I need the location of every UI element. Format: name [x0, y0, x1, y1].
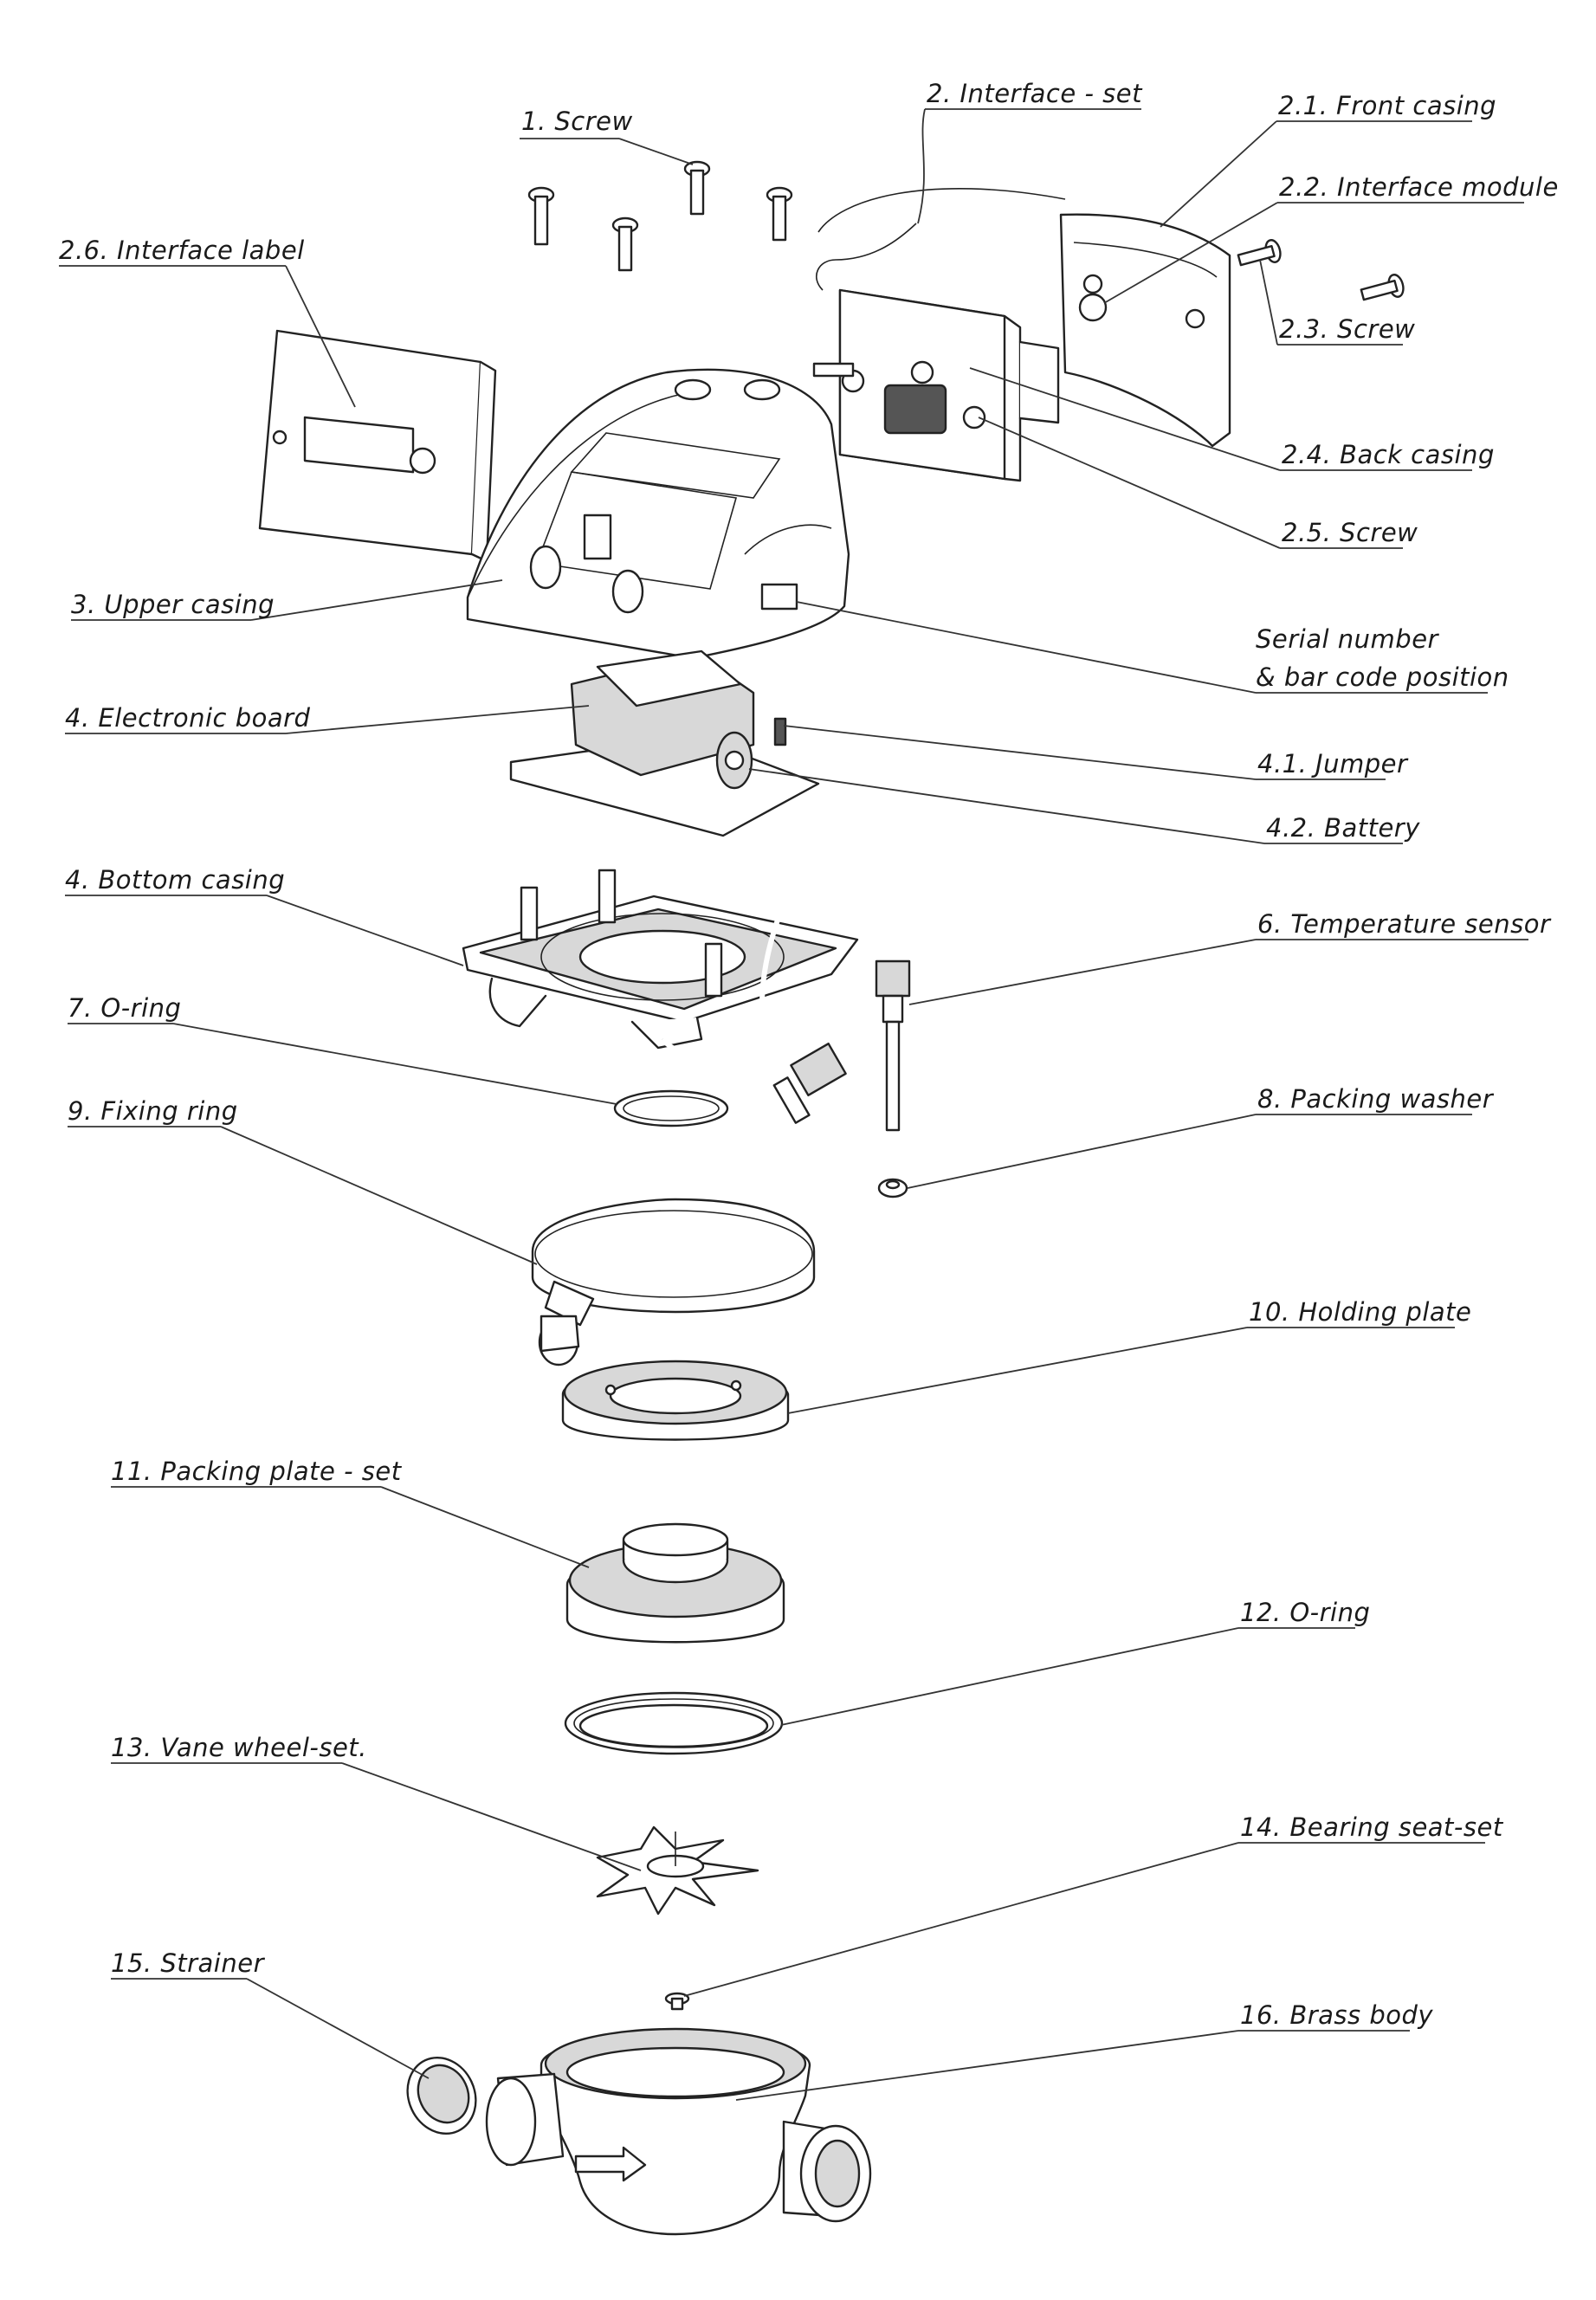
- label-packing-washer: 8. Packing washer: [1257, 1084, 1495, 1114]
- part-electronic-board: [509, 649, 820, 837]
- label-fixing-ring: 9. Fixing ring: [68, 1096, 238, 1126]
- part-bearing-seat: [664, 1992, 690, 2011]
- label-screw-2-5: 2.5. Screw: [1282, 518, 1418, 547]
- label-interface-label: 2.6. Interface label: [59, 236, 305, 265]
- interface-wire: [817, 187, 1066, 233]
- part-front-casing: [1059, 213, 1231, 448]
- label-back-casing: 2.4. Back casing: [1282, 440, 1495, 469]
- label-screw: 1. Screw: [521, 107, 633, 136]
- part-screws-2-3: [1237, 239, 1405, 301]
- label-battery: 4.2. Battery: [1266, 813, 1420, 843]
- label-jumper: 4.1. Jumper: [1257, 749, 1409, 779]
- label-bearing-seat-set: 14. Bearing seat-set: [1240, 1812, 1504, 1842]
- label-serial-number-line2: & bar code position: [1256, 662, 1509, 692]
- label-vane-wheel-set: 13. Vane wheel-set.: [111, 1733, 367, 1762]
- label-interface-module: 2.2. Interface module: [1279, 172, 1559, 202]
- part-holding-plate: [561, 1360, 790, 1441]
- label-holding-plate: 10. Holding plate: [1249, 1297, 1471, 1327]
- label-front-casing: 2.1. Front casing: [1278, 91, 1496, 120]
- part-screws: [527, 160, 793, 272]
- label-upper-casing: 3. Upper casing: [71, 590, 275, 619]
- label-electronic-board: 4. Electronic board: [65, 703, 311, 733]
- label-bottom-casing: 4. Bottom casing: [65, 865, 285, 895]
- leader-lines: [59, 108, 1528, 2101]
- part-fixing-ring: [531, 1198, 816, 1366]
- part-strainer: [406, 2056, 477, 2135]
- label-brass-body: 16. Brass body: [1240, 2000, 1433, 2030]
- labels: 1. Screw 2. Interface - set 2.1. Front c…: [59, 79, 1559, 2030]
- part-vane-wheel-set: [596, 1825, 759, 1916]
- part-o-ring-12: [564, 1691, 784, 1755]
- part-packing-plate-set: [565, 1522, 785, 1644]
- part-packing-washer: [877, 1178, 908, 1198]
- interface-cable: [816, 223, 917, 291]
- part-temperature-sensor: [660, 802, 911, 1132]
- part-interface-label: [258, 329, 497, 563]
- label-packing-plate-set: 11. Packing plate - set: [111, 1457, 403, 1486]
- label-o-ring-12: 12. O-ring: [1240, 1598, 1370, 1627]
- label-o-ring-7: 7. O-ring: [68, 993, 181, 1023]
- label-temperature-sensor: 6. Temperature sensor: [1257, 909, 1552, 939]
- part-bottom-casing: [462, 869, 859, 1050]
- label-serial-number-line1: Serial number: [1256, 624, 1440, 654]
- part-upper-casing: [466, 368, 850, 660]
- part-brass-body: [485, 2027, 872, 2236]
- label-strainer: 15. Strainer: [111, 1948, 266, 1978]
- part-o-ring-7: [613, 1089, 729, 1127]
- label-screw-2-3: 2.3. Screw: [1279, 314, 1415, 344]
- part-back-casing: [812, 288, 1060, 482]
- label-interface-set: 2. Interface - set: [927, 79, 1143, 108]
